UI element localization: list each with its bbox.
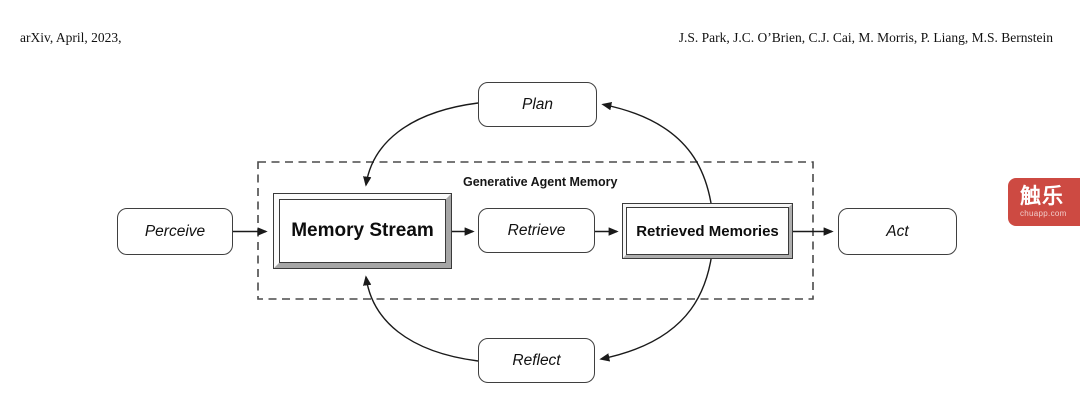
generative-agent-memory-label: Generative Agent Memory (463, 175, 618, 189)
chuapp-watermark-badge: 触乐 chuapp.com (1008, 178, 1080, 226)
node-reflect-label: Reflect (512, 351, 561, 369)
node-reflect: Reflect (478, 338, 595, 383)
node-retrieved-memories: Retrieved Memories (622, 203, 793, 259)
arxiv-date-header: arXiv, April, 2023, (20, 30, 122, 45)
node-act-label: Act (886, 222, 909, 240)
node-plan: Plan (478, 82, 597, 127)
node-memory-stream: Memory Stream (273, 193, 452, 269)
arrow-reflect-to-memory-stream (363, 275, 479, 362)
authors-header: J.S. Park, J.C. O’Brien, C.J. Cai, M. Mo… (678, 30, 1053, 45)
node-perceive: Perceive (117, 208, 233, 255)
node-memory-stream-label: Memory Stream (291, 220, 434, 241)
node-plan-label: Plan (521, 95, 554, 113)
chuapp-logo-text: 触乐 (1020, 185, 1064, 208)
chuapp-domain-text: chuapp.com (1020, 209, 1067, 218)
node-retrieve-label: Retrieve (507, 221, 566, 239)
node-perceive-label: Perceive (144, 222, 206, 240)
node-retrieve: Retrieve (478, 208, 595, 253)
node-retrieved-memories-label: Retrieved Memories (636, 222, 779, 240)
arrow-plan-to-memory-stream (363, 102, 479, 187)
memory-stream-bevel-frame: Memory Stream (274, 194, 451, 268)
retrieved-memories-bevel-frame: Retrieved Memories (623, 204, 792, 258)
node-act: Act (838, 208, 957, 255)
